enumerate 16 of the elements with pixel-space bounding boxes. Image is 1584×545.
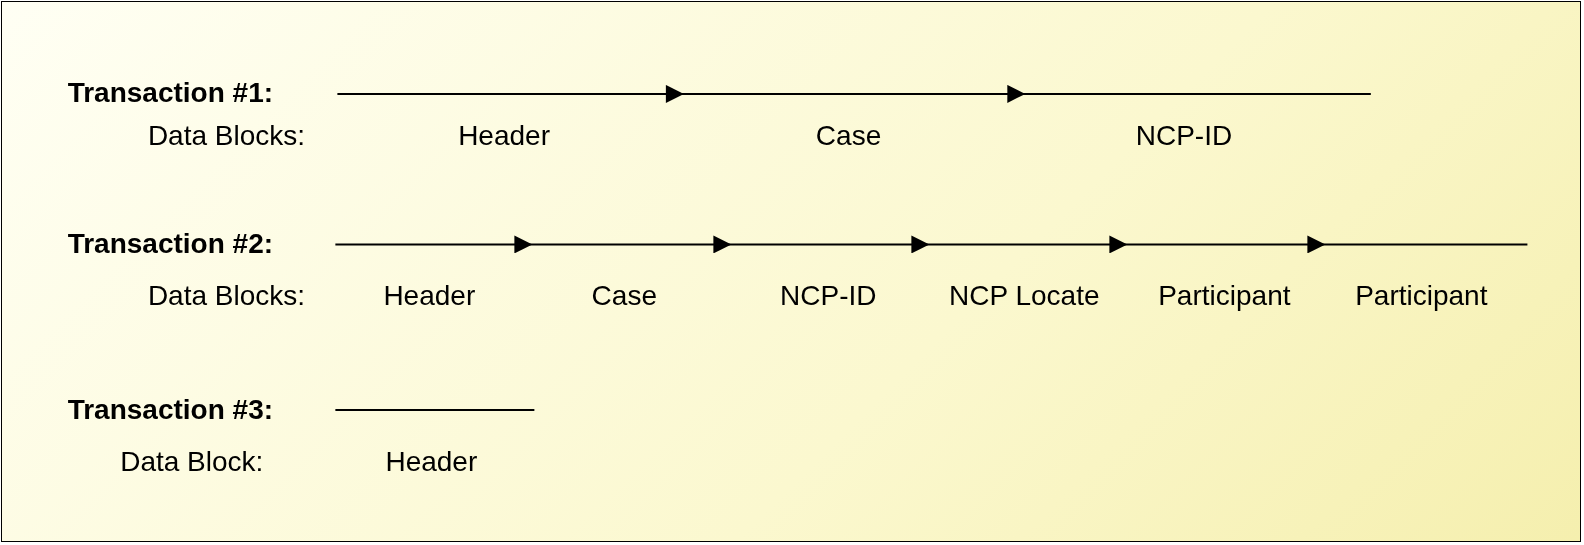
block-name: Participant bbox=[1355, 279, 1488, 312]
block-name: Case bbox=[591, 279, 657, 312]
row-heading: Transaction #1: bbox=[67, 76, 274, 109]
row-caption: Data Block: bbox=[120, 445, 264, 478]
block-name: NCP Locate bbox=[949, 279, 1100, 312]
row-heading: Transaction #3: bbox=[67, 394, 274, 427]
block-name: NCP-ID bbox=[780, 279, 877, 312]
row-caption: Data Blocks: bbox=[147, 120, 306, 153]
block-name: Header bbox=[458, 120, 550, 153]
block-name: Header bbox=[383, 279, 476, 312]
row-heading: Transaction #2: bbox=[67, 228, 274, 261]
block-name: NCP-ID bbox=[1135, 120, 1233, 153]
block-name: Participant bbox=[1158, 279, 1291, 312]
block-name: Case bbox=[815, 120, 882, 153]
block-name: Header bbox=[385, 445, 478, 478]
row-caption: Data Blocks: bbox=[147, 279, 306, 312]
